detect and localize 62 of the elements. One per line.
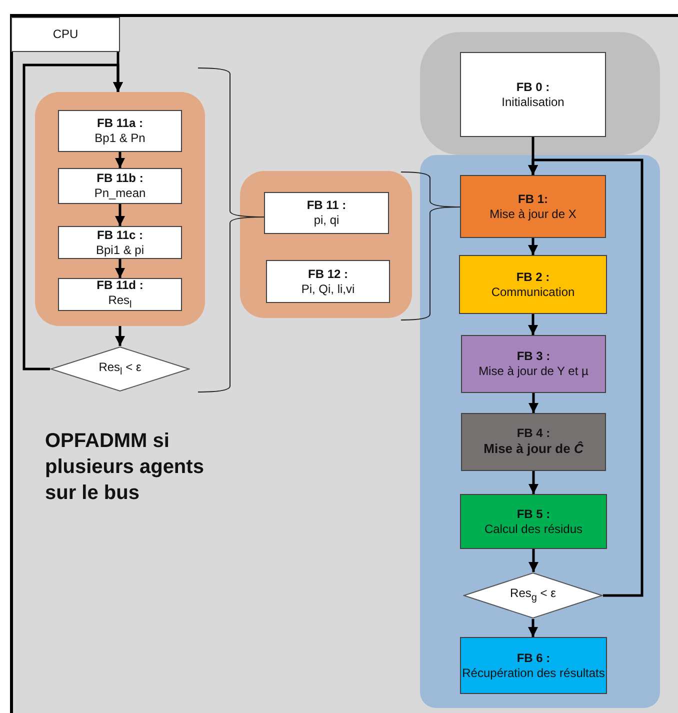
box-title: FB 11c : bbox=[96, 228, 144, 242]
box-title: FB 4 : bbox=[516, 426, 550, 442]
box-title: FB 11a : bbox=[96, 116, 144, 131]
box-title: FB 5 : bbox=[516, 506, 550, 522]
process-box bbox=[460, 637, 607, 694]
process-box bbox=[460, 175, 606, 238]
process-box bbox=[459, 255, 607, 314]
process-box bbox=[460, 52, 606, 137]
box-text: Mise à jour de Y et µ bbox=[478, 364, 588, 379]
arrow bbox=[115, 152, 125, 168]
process-box bbox=[461, 413, 606, 471]
group-panel bbox=[420, 155, 660, 708]
process-box bbox=[461, 335, 606, 393]
box-title: FB 1: bbox=[518, 192, 548, 206]
arrow bbox=[528, 238, 538, 255]
box-title: FB 0 : bbox=[516, 80, 550, 94]
condition-text: Res$_{l}$ < ε bbox=[98, 360, 142, 378]
box-title: FB 11 : bbox=[306, 198, 346, 213]
box-title: FB 2 : bbox=[516, 270, 550, 284]
box-text: Pn_mean bbox=[94, 186, 146, 201]
box-text: Calcul des résidus bbox=[484, 522, 583, 536]
group-panel bbox=[420, 32, 660, 155]
decision-diamond bbox=[463, 572, 603, 619]
group-panel bbox=[35, 92, 205, 326]
condition-text: Res$_{g}$ < ε bbox=[510, 586, 556, 605]
box-text: Mise à jour de Ĉ bbox=[484, 441, 584, 458]
process-box bbox=[58, 168, 182, 204]
box-text: Bp1 & Pn bbox=[94, 131, 146, 146]
process-box bbox=[460, 494, 607, 549]
box-text: Mise à jour de X bbox=[490, 206, 576, 222]
box-text: Récupération des résultats bbox=[462, 666, 605, 680]
process-box bbox=[266, 260, 390, 303]
arrow bbox=[528, 619, 538, 637]
box-text: Initialisation bbox=[502, 94, 564, 110]
arrow bbox=[115, 259, 125, 278]
decision-diamond bbox=[50, 346, 190, 392]
arrow bbox=[528, 471, 538, 494]
box-title: FB 3 : bbox=[516, 349, 550, 364]
arrow bbox=[115, 204, 125, 226]
box-title: FB 6 : bbox=[516, 650, 550, 666]
process-box bbox=[58, 110, 182, 152]
note-text: OPFADMM si plusieurs agents sur le bus bbox=[45, 429, 205, 506]
box-title: FB 12 : bbox=[308, 266, 348, 282]
cpu-box bbox=[11, 17, 120, 52]
box-text: Pi, Qi, li,vi bbox=[301, 282, 355, 296]
arrow bbox=[528, 549, 538, 572]
box-text: Communication bbox=[491, 284, 575, 300]
box-text: pi, qi bbox=[314, 213, 340, 228]
box-text: CPU bbox=[52, 27, 78, 42]
box-title: FB 11d : bbox=[96, 278, 144, 293]
process-box bbox=[58, 278, 182, 311]
arrow bbox=[528, 393, 538, 413]
arrow bbox=[528, 314, 538, 335]
arrow bbox=[115, 326, 125, 346]
arrow bbox=[22, 64, 123, 370]
process-box bbox=[58, 226, 182, 259]
group-panel bbox=[240, 171, 412, 318]
box-text: Res$_{l}$ bbox=[108, 292, 132, 312]
box-text: Bpi1 & pi bbox=[96, 242, 144, 258]
box-title: FB 11b : bbox=[96, 171, 144, 186]
arrow bbox=[528, 158, 644, 597]
process-box bbox=[264, 192, 389, 234]
